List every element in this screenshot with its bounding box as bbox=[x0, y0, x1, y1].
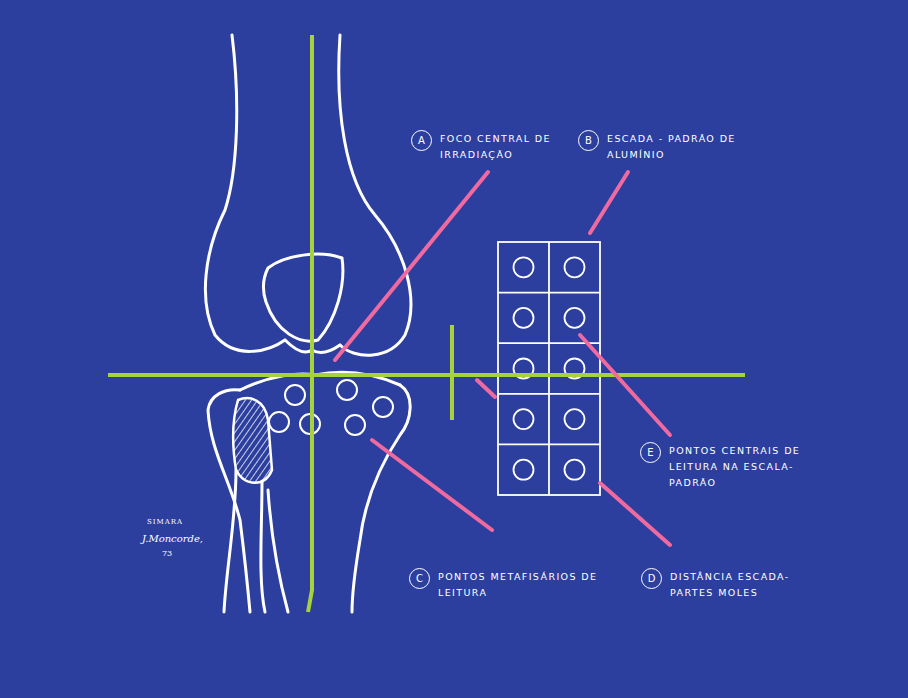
callout-label: B ESCADA - PADRÃO DE ALUMÍNIO bbox=[578, 131, 737, 163]
leader-lines bbox=[335, 172, 670, 545]
callout-label: D DISTÂNCIA ESCADA-PARTES MOLES bbox=[641, 569, 820, 601]
scale-reading-point bbox=[514, 308, 534, 328]
metaphyseal-points bbox=[269, 380, 393, 435]
signature: 73 bbox=[162, 549, 172, 558]
callout-text: PONTOS CENTRAIS DE LEITURA NA ESCALA-PAD… bbox=[669, 443, 801, 491]
callout-text: ESCADA - PADRÃO DE ALUMÍNIO bbox=[607, 131, 737, 163]
scale-reading-point bbox=[514, 409, 534, 429]
reference-lines bbox=[108, 35, 745, 612]
callout-letter: B bbox=[578, 130, 599, 151]
scale-reading-point bbox=[565, 257, 585, 277]
callout-label: C PONTOS METAFISÁRIOS DE LEITURA bbox=[409, 569, 608, 601]
callout-label: E PONTOS CENTRAIS DE LEITURA NA ESCALA-PA… bbox=[640, 443, 801, 491]
callout-label: A FOCO CENTRAL DE IRRADIAÇÃO bbox=[411, 131, 558, 163]
scale-reading-point bbox=[565, 308, 585, 328]
bone-outline bbox=[205, 35, 410, 612]
scale-reading-point bbox=[514, 460, 534, 480]
callout-letter: C bbox=[409, 568, 430, 589]
scale-reading-point bbox=[565, 460, 585, 480]
callout-text: FOCO CENTRAL DE IRRADIAÇÃO bbox=[440, 131, 558, 163]
callout-letter: A bbox=[411, 130, 432, 151]
callout-letter: D bbox=[641, 568, 662, 589]
callout-letter: E bbox=[640, 442, 661, 463]
scale-reading-point bbox=[565, 409, 585, 429]
callout-text: DISTÂNCIA ESCADA-PARTES MOLES bbox=[670, 569, 820, 601]
fibula-head bbox=[233, 398, 272, 483]
scale-reading-point bbox=[514, 257, 534, 277]
artist-name: SIMARA bbox=[147, 518, 183, 526]
signature: J.Moncorde, bbox=[142, 533, 203, 544]
callout-text: PONTOS METAFISÁRIOS DE LEITURA bbox=[438, 569, 608, 601]
aluminium-step-scale bbox=[498, 242, 600, 495]
